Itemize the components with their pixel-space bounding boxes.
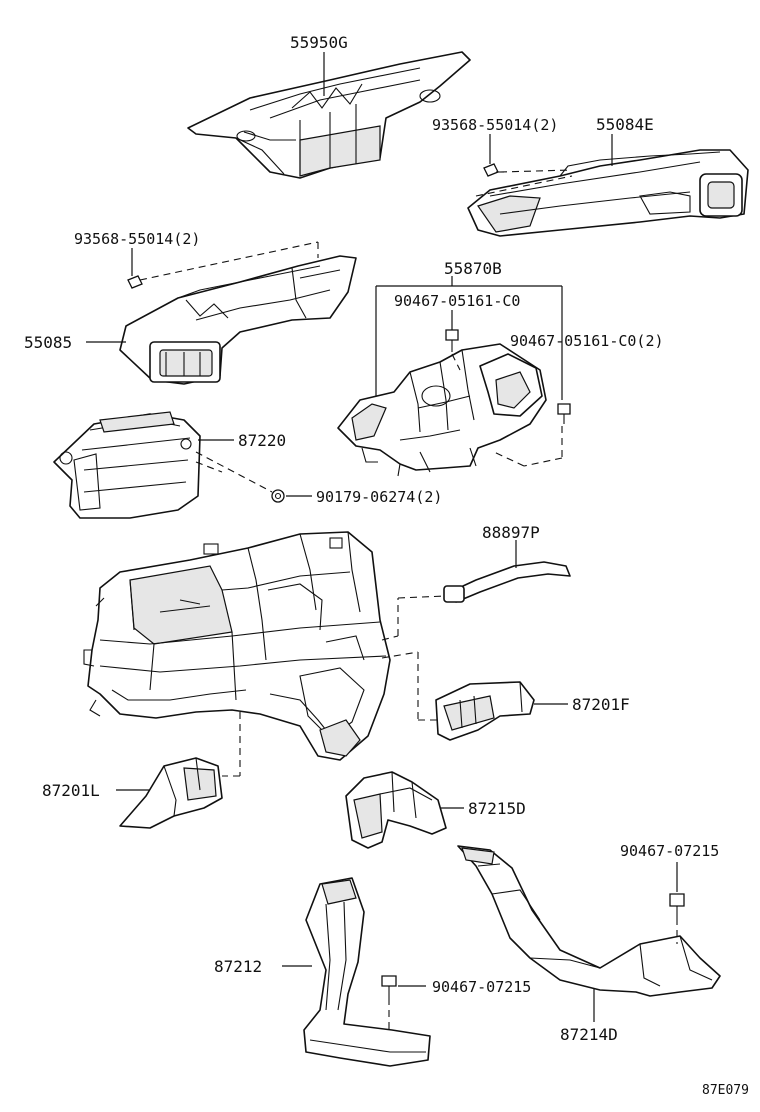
duct-87201F [435, 681, 535, 741]
label-87201F: 87201F [572, 695, 630, 714]
label-90467-05161-b: 90467-05161-C0(2) [510, 332, 664, 350]
side-duct-55085 [119, 255, 357, 385]
clip-90467-05161-a [445, 329, 459, 352]
hose-88897P [443, 561, 571, 603]
clip-90467-07215-a [669, 893, 685, 918]
label-55870B: 55870B [444, 259, 502, 278]
clip-90467-05161-b [557, 403, 571, 424]
duct-87212 [303, 877, 431, 1067]
center-duct-55870B [337, 343, 547, 477]
label-55085: 55085 [24, 333, 72, 352]
nut-90179 [271, 489, 285, 503]
label-90179-06274: 90179-06274(2) [316, 488, 442, 506]
register-bracket-87220 [53, 411, 201, 519]
label-93568-55014-b: 93568-55014(2) [74, 230, 200, 248]
figure-code: 87E079 [702, 1083, 749, 1098]
screw-93568-a [483, 163, 504, 177]
label-90467-07215-b: 90467-07215 [432, 978, 531, 996]
label-87212: 87212 [214, 957, 262, 976]
label-87201L: 87201L [42, 781, 100, 800]
duct-87214D [457, 845, 721, 997]
side-duct-55084E [467, 149, 749, 237]
defroster-nozzle-55950G [187, 51, 471, 179]
label-87214D: 87214D [560, 1025, 618, 1044]
clip-90467-07215-b [381, 975, 397, 998]
label-88897P: 88897P [482, 523, 540, 542]
label-55084E: 55084E [596, 115, 654, 134]
label-87220: 87220 [238, 431, 286, 450]
duct-87201L [119, 757, 223, 829]
label-55950G: 55950G [290, 33, 348, 52]
heater-unit [83, 531, 391, 761]
label-90467-05161-a: 90467-05161-C0 [394, 292, 520, 310]
label-87215D: 87215D [468, 799, 526, 818]
duct-87215D [345, 771, 447, 849]
label-93568-55014-a: 93568-55014(2) [432, 116, 558, 134]
label-90467-07215-a: 90467-07215 [620, 842, 719, 860]
screw-93568-b [127, 275, 143, 289]
